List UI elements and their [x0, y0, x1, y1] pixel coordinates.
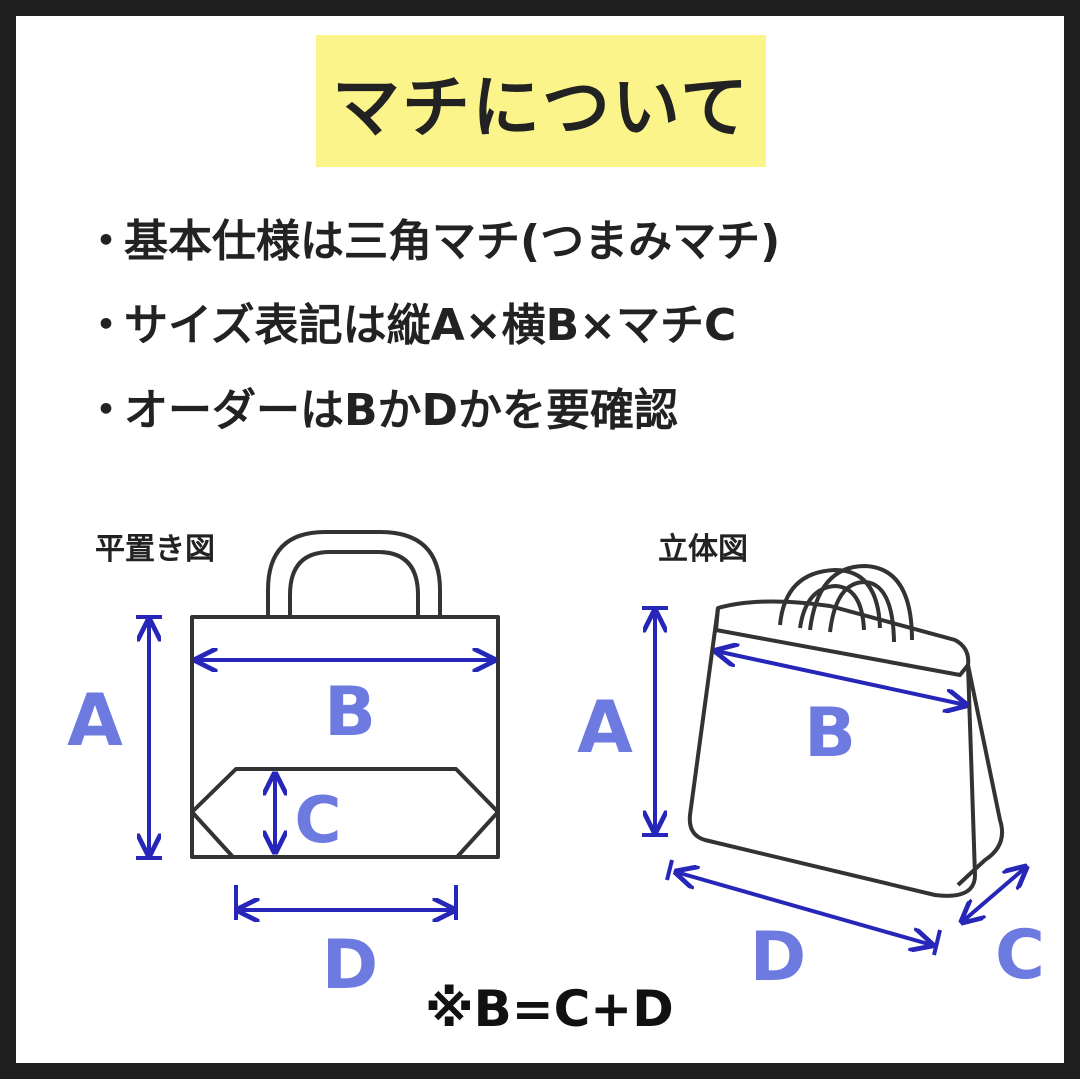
3d-arrow-b: [716, 651, 966, 705]
3d-label-b: B: [804, 694, 856, 773]
bullet-text-1: 基本仕様は三角マチ(つまみマチ): [124, 216, 781, 267]
3d-bag-handles: [778, 568, 882, 629]
bullet-item-1: ・基本仕様は三角マチ(つまみマチ): [84, 205, 780, 269]
flat-label-c: C: [295, 784, 342, 858]
3d-arrow-c: [962, 867, 1026, 922]
bullet-item-2: ・サイズ表記は縦A×横B×マチC: [84, 289, 736, 353]
flat-bag-gusset: [190, 767, 500, 814]
flat-bag-body: [190, 615, 500, 859]
3d-view-caption: 立体図: [658, 532, 748, 567]
3d-label-c: C: [995, 916, 1045, 995]
3d-dimension-arrows: [642, 606, 1026, 956]
3d-label-a: A: [577, 685, 633, 769]
flat-bag-handle: [266, 530, 442, 617]
title-highlight: マチについて: [316, 35, 766, 167]
flat-label-b: B: [324, 673, 376, 752]
bullet-item-3: ・オーダーはBかDかを要確認: [84, 374, 678, 438]
bullet-text-2: サイズ表記は縦A×横B×マチC: [124, 300, 737, 351]
3d-bag-side: [956, 664, 1005, 887]
bullet-marker: ・: [84, 216, 128, 267]
bullet-marker: ・: [84, 385, 128, 436]
flat-view-caption: 平置き図: [95, 532, 215, 567]
3d-arrow-d: [676, 872, 932, 945]
flat-label-d: D: [322, 926, 378, 1005]
page-title: マチについて: [332, 68, 750, 148]
flat-dimension-arrows: [136, 615, 494, 920]
3d-label-d: D: [750, 918, 806, 997]
bullet-marker: ・: [84, 300, 128, 351]
flat-label-a: A: [67, 678, 123, 762]
flat-bag-illustration: [190, 530, 500, 859]
bullet-text-3: オーダーはBかDかを要確認: [124, 385, 679, 436]
formula-note: ※B=C+D: [425, 980, 674, 1038]
